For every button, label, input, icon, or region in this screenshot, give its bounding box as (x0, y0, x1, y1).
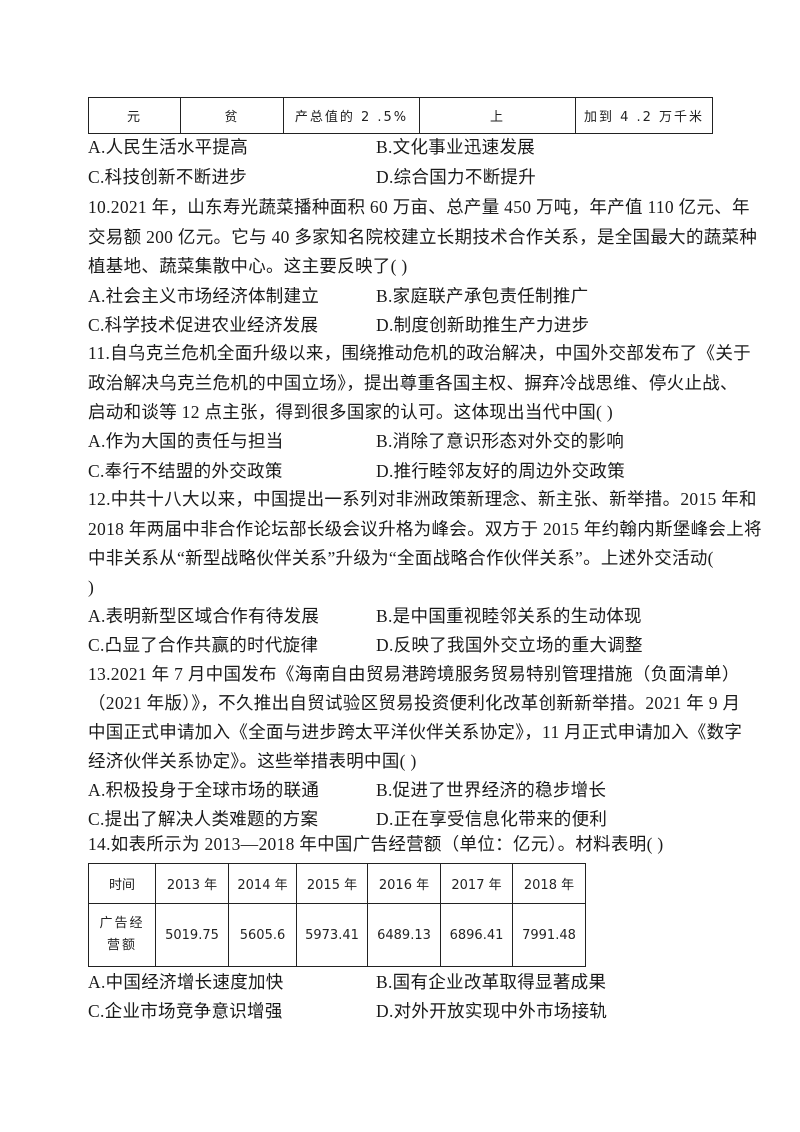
q14-option-d: D.对外开放实现中外市场接轨 (376, 1001, 608, 1021)
table-header-cell: 时间 (88, 863, 156, 904)
q10-stem-line: 植基地、蔬菜集散中心。这主要反映了( ) (88, 256, 408, 276)
table-header-cell: 2015 年 (296, 863, 368, 904)
q9-option-d: D.综合国力不断提升 (376, 167, 537, 187)
q14-option-a: A.中国经济增长速度加快 (88, 972, 284, 992)
table-cell: 产总值的 2 .5% (283, 97, 420, 134)
q12-option-a: A.表明新型区域合作有待发展 (88, 606, 320, 626)
table-header-cell: 2018 年 (512, 863, 586, 904)
table-cell: 元 (88, 97, 181, 134)
q12-stem-line: 12.中共十八大以来，中国提出一系列对非洲政策新理念、新主张、新举措。2015 … (88, 489, 757, 509)
table-header-cell: 2014 年 (228, 863, 297, 904)
q11-option-a: A.作为大国的责任与担当 (88, 431, 284, 451)
q12-stem-line: 中非关系从“新型战略伙伴关系”升级为“全面战略合作伙伴关系”。上述外交活动( (88, 548, 714, 568)
q11-option-c: C.奉行不结盟的外交政策 (88, 461, 283, 481)
q12-stem-line: 2018 年两届中非合作论坛部长级会议升格为峰会。双方于 2015 年约翰内斯堡… (88, 519, 762, 539)
table-cell: 5605.6 (228, 903, 297, 967)
q13-option-d: D.正在享受信息化带来的便利 (376, 809, 608, 829)
q14-stem: 14.如表所示为 2013—2018 年中国广告经营额（单位：亿元）。材料表明(… (88, 834, 664, 854)
q13-option-c: C.提出了解决人类难题的方案 (88, 809, 319, 829)
q12-option-b: B.是中国重视睦邻关系的生动体现 (376, 606, 642, 626)
row-label-line: 营额 (106, 938, 137, 953)
q10-option-c: C.科学技术促进农业经济发展 (88, 315, 319, 335)
q13-option-b: B.促进了世界经济的稳步增长 (376, 780, 607, 800)
q12-stem-line: ) (88, 577, 95, 597)
table-header-cell: 2017 年 (440, 863, 513, 904)
q11-stem-line: 政治解决乌克兰危机的中国立场》，提出尊重各国主权、摒弃冷战思维、停火止战、 (88, 373, 738, 393)
table-header-cell: 2016 年 (367, 863, 441, 904)
q13-stem-line: 经济伙伴关系协定》。这些举措表明中国( ) (88, 751, 417, 771)
q10-option-b: B.家庭联产承包责任制推广 (376, 286, 589, 306)
q10-option-d: D.制度创新助推生产力进步 (376, 315, 590, 335)
q13-option-a: A.积极投身于全球市场的联通 (88, 780, 320, 800)
table-cell: 上 (419, 97, 576, 134)
top-partial-table: 元 贫 产总值的 2 .5% 上 加到 4 .2 万千米 (88, 97, 713, 134)
table-cell: 5973.41 (296, 903, 368, 967)
q13-stem-line: （2021 年版）》，不久推出自贸试验区贸易投资便利化改革创新新举措。2021 … (88, 693, 741, 713)
q9-option-a: A.人民生活水平提高 (88, 137, 249, 157)
table-row: 广告经 营额 5019.75 5605.6 5973.41 6489.13 68… (88, 903, 586, 967)
q11-stem-line: 启动和谈等 12 点主张，得到很多国家的认可。这体现出当代中国( ) (88, 402, 613, 422)
q14-option-c: C.企业市场竞争意识增强 (88, 1001, 283, 1021)
q9-option-b: B.文化事业迅速发展 (376, 137, 536, 157)
q11-option-d: D.推行睦邻友好的周边外交政策 (376, 461, 626, 481)
table-cell: 6896.41 (440, 903, 513, 967)
q10-stem-line: 10.2021 年，山东寿光蔬菜播种面积 60 万亩、总产量 450 万吨，年产… (88, 197, 750, 217)
table-header-cell: 2013 年 (155, 863, 229, 904)
table-cell: 贫 (180, 97, 284, 134)
advertising-revenue-table: 时间 2013 年 2014 年 2015 年 2016 年 2017 年 20… (88, 863, 586, 967)
q13-stem-line: 13.2021 年 7 月中国发布《海南自由贸易港跨境服务贸易特别管理措施（负面… (88, 664, 740, 684)
table-row: 元 贫 产总值的 2 .5% 上 加到 4 .2 万千米 (88, 97, 713, 134)
table-header-row: 时间 2013 年 2014 年 2015 年 2016 年 2017 年 20… (88, 863, 586, 904)
q14-option-b: B.国有企业改革取得显著成果 (376, 972, 607, 992)
q10-stem-line: 交易额 200 亿元。它与 40 多家知名院校建立长期技术合作关系，是全国最大的… (88, 227, 758, 247)
table-cell: 6489.13 (367, 903, 441, 967)
q12-option-d: D.反映了我国外交立场的重大调整 (376, 635, 643, 655)
q10-option-a: A.社会主义市场经济体制建立 (88, 286, 320, 306)
q11-stem-line: 11.自乌克兰危机全面升级以来，围绕推动危机的政治解决，中国外交部发布了《关于 (88, 343, 751, 363)
table-cell: 加到 4 .2 万千米 (575, 97, 713, 134)
table-row-label: 广告经 营额 (88, 903, 156, 967)
q11-option-b: B.消除了意识形态对外交的影响 (376, 431, 625, 451)
q13-stem-line: 中国正式申请加入《全面与进步跨太平洋伙伴关系协定》，11 月正式申请加入《数字 (88, 722, 743, 742)
q9-option-c: C.科技创新不断进步 (88, 167, 248, 187)
row-label-line: 广告经 (99, 916, 145, 931)
table-cell: 7991.48 (512, 903, 586, 967)
q12-option-c: C.凸显了合作共赢的时代旋律 (88, 635, 319, 655)
table-cell: 5019.75 (155, 903, 229, 967)
